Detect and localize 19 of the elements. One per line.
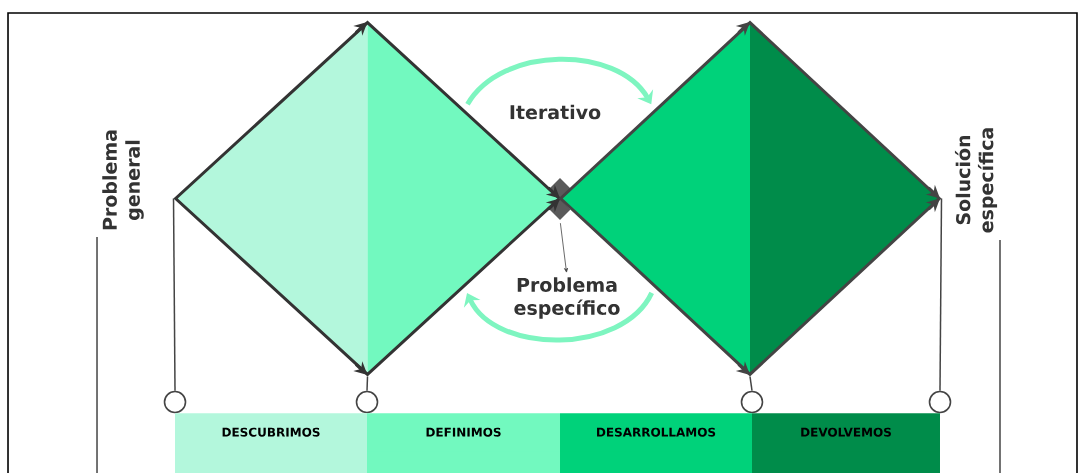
phase-bar: DEFINIMOS (367, 413, 560, 473)
arrow (465, 56, 654, 106)
phase-bar: DESCUBRIMOS (175, 413, 367, 473)
text-label: Problema general (102, 130, 144, 230)
arrow (560, 222, 568, 273)
text-label: Problema específico (514, 277, 620, 319)
phase-bar: DESARROLLAMOS (560, 413, 752, 473)
phase-bar: DEVOLVEMOS (752, 413, 940, 473)
circle-marker (740, 390, 764, 414)
connector-line (939, 197, 943, 392)
connector-line (366, 375, 369, 392)
connector-line (172, 197, 176, 392)
edge-label: Iterativo (506, 102, 604, 122)
circle-marker (355, 390, 379, 414)
text-label: Solución específica (954, 128, 998, 233)
circle-marker (928, 390, 952, 414)
connector-line (749, 375, 753, 392)
circle-marker (163, 390, 187, 414)
arrow (463, 291, 654, 343)
